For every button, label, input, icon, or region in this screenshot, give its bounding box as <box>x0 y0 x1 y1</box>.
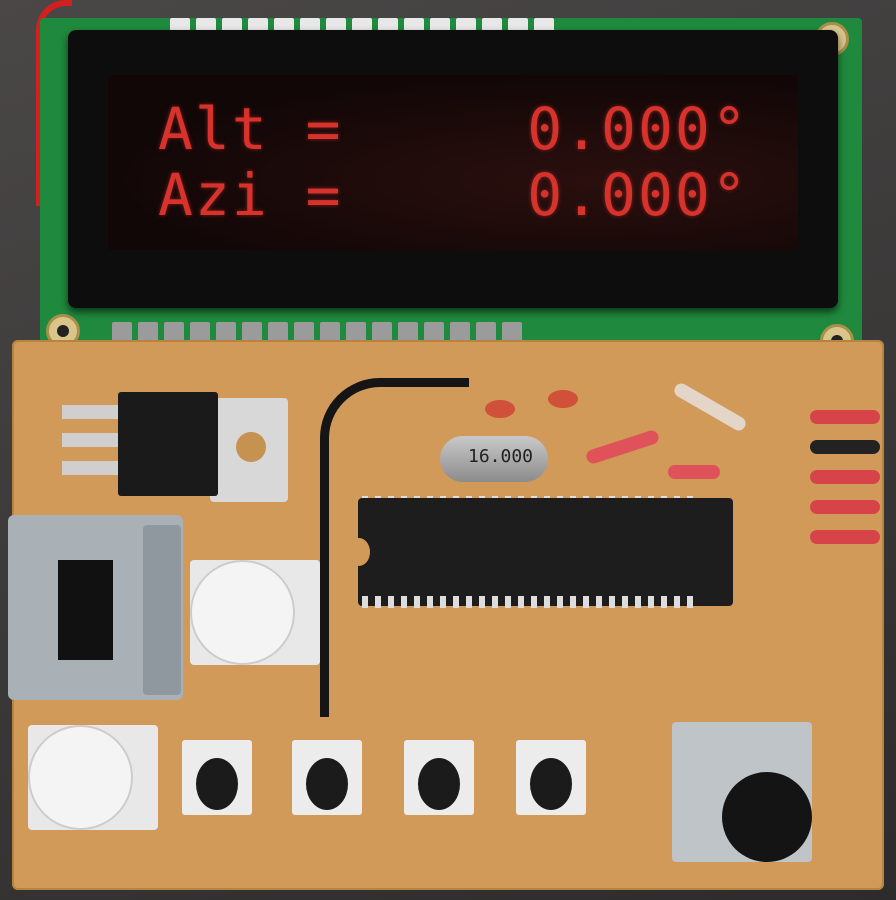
crystal-label: 16.000 <box>468 446 534 467</box>
encoder-knob[interactable] <box>722 772 812 862</box>
rotary-encoder[interactable] <box>672 722 812 862</box>
lcd-display: Alt = 0.000° Azi = 0.000° <box>68 30 838 308</box>
power-slide-switch[interactable] <box>8 515 183 700</box>
chip-pins-bottom <box>362 596 693 608</box>
microcontroller-chip <box>348 498 733 606</box>
trimmer-potentiometer[interactable] <box>190 560 320 665</box>
regulator-heat-tab <box>210 398 288 502</box>
ceramic-capacitor <box>548 390 578 408</box>
push-button-4[interactable] <box>516 740 586 815</box>
power-wires <box>810 400 880 550</box>
lcd-screen: Alt = 0.000° Azi = 0.000° <box>108 75 798 250</box>
lcd-line-altitude: Alt = 0.000° <box>158 95 749 163</box>
push-button-1[interactable] <box>182 740 252 815</box>
black-jumper-wire <box>320 378 469 717</box>
voltage-regulator <box>118 392 218 496</box>
push-button-3[interactable] <box>404 740 474 815</box>
regulator-leg <box>62 405 120 419</box>
resistor <box>668 465 720 479</box>
push-button-2[interactable] <box>292 740 362 815</box>
switch-knob[interactable] <box>58 560 113 660</box>
lcd-line-azimuth: Azi = 0.000° <box>158 161 749 229</box>
ceramic-capacitor <box>485 400 515 418</box>
trimmer-potentiometer[interactable] <box>28 725 158 830</box>
regulator-leg <box>62 461 120 475</box>
crystal-oscillator <box>440 436 548 482</box>
red-wire <box>36 0 72 206</box>
regulator-leg <box>62 433 120 447</box>
